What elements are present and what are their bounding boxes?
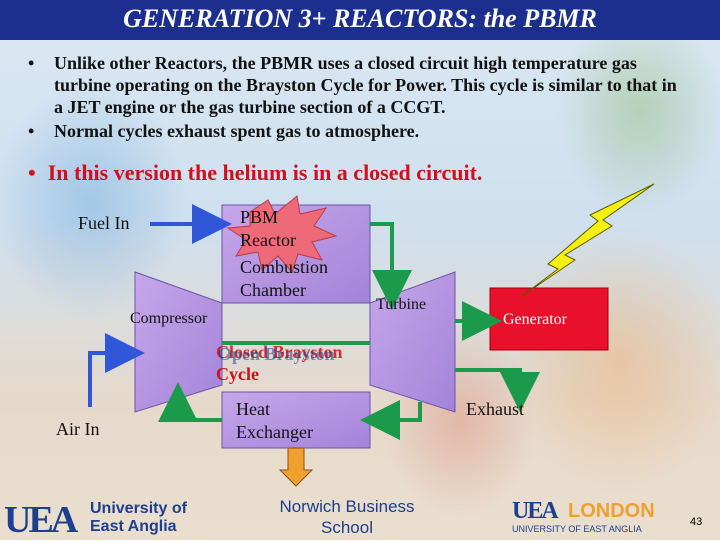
- bullet-item: • Normal cycles exhaust spent gas to atm…: [28, 120, 688, 142]
- bullet-text: Unlike other Reactors, the PBMR uses a c…: [54, 53, 677, 117]
- uea-name-line1: University of: [90, 500, 187, 517]
- closed-cycle-label: Closed Brayston: [216, 342, 343, 362]
- title-bar: [0, 0, 720, 40]
- highlight-bullet: • In this version the helium is in a clos…: [28, 160, 482, 186]
- turbine-shape: [369, 271, 456, 413]
- open-cycle-label: Open Brayston: [218, 344, 335, 364]
- lightning-bolt-icon: [521, 183, 655, 297]
- turbine-label: Turbine: [376, 296, 427, 313]
- star-burst-icon: [226, 195, 338, 273]
- london-sub: UNIVERSITY OF EAST ANGLIA: [512, 524, 642, 534]
- exhaust-label: Exhaust: [466, 399, 524, 419]
- slide-title: GENERATION 3+ REACTORS: the PBMR: [123, 4, 597, 33]
- page-number: 43: [690, 516, 703, 528]
- school-line2: School: [321, 518, 373, 537]
- uea-mark: UEA: [4, 499, 78, 541]
- reactor-pbm-label: PBM: [240, 207, 279, 227]
- london-word: LONDON: [568, 500, 655, 522]
- london-uea-mark: UEA: [512, 498, 559, 524]
- reactor-label: Reactor: [240, 230, 296, 250]
- combustion-label: Combustion: [240, 257, 329, 277]
- uea-logo: UEA University of East Anglia: [4, 499, 194, 541]
- compressor-label: Compressor: [130, 310, 208, 327]
- chamber-label: Chamber: [240, 280, 306, 300]
- bullet-dot: •: [28, 53, 35, 73]
- school-line1: Norwich Business: [279, 497, 415, 516]
- school-name: Norwich Business School: [262, 496, 432, 538]
- uea-name-line2: East Anglia: [90, 518, 177, 535]
- compressor-shape: [134, 271, 223, 413]
- bullet-text: Normal cycles exhaust spent gas to atmos…: [54, 121, 420, 141]
- uea-london-logo: UEA LONDON UNIVERSITY OF EAST ANGLIA: [512, 498, 672, 536]
- generator-box: [489, 287, 609, 351]
- exhaust-down-arrow: [278, 447, 314, 487]
- generator-label: Generator: [503, 311, 567, 328]
- heat-label: Heat: [236, 399, 270, 419]
- cycle-word-label: Cycle: [216, 364, 259, 384]
- bullet-list: • Unlike other Reactors, the PBMR uses a…: [28, 52, 688, 144]
- bullet-dot: •: [28, 121, 35, 141]
- fuel-in-label: Fuel In: [78, 213, 130, 233]
- air-in-label: Air In: [56, 419, 100, 439]
- exchanger-label: Exchanger: [236, 422, 313, 442]
- flow-arrows: [88, 204, 540, 440]
- highlight-bullet-text: In this version the helium is in a close…: [47, 160, 483, 185]
- bullet-item: • Unlike other Reactors, the PBMR uses a…: [28, 52, 688, 118]
- bullet-dot: •: [28, 160, 36, 185]
- heat-exchanger-box: [221, 391, 371, 449]
